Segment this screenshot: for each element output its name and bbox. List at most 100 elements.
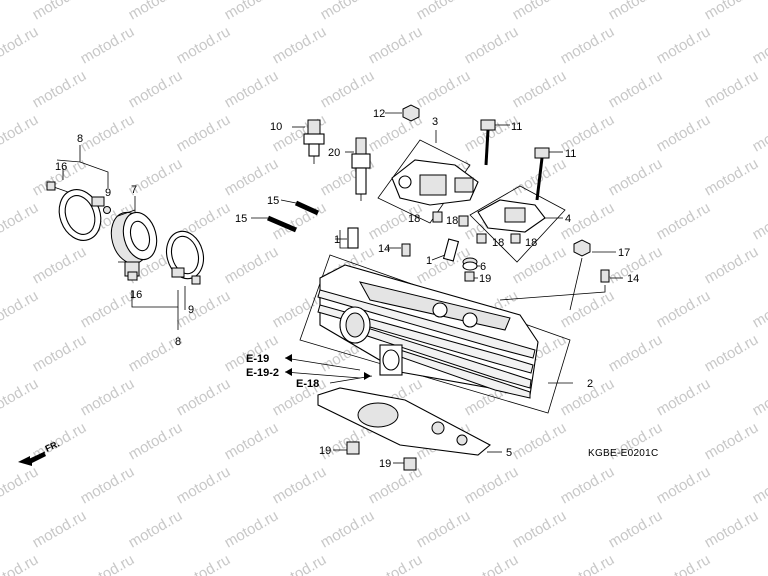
- watermark-text: motod.ru: [510, 243, 570, 287]
- watermark-text: motod.ru: [654, 111, 714, 155]
- watermark-text: motod.ru: [606, 67, 666, 111]
- callout-17: 17: [618, 247, 630, 259]
- watermark-text: motod.ru: [318, 67, 378, 111]
- callout-9: 9: [188, 304, 194, 316]
- valve-spring-6: [462, 257, 478, 271]
- callout-18: 18: [446, 215, 458, 227]
- watermark-text: motod.ru: [654, 287, 714, 331]
- watermark-text: motod.ru: [78, 375, 138, 419]
- callout-14: 14: [378, 243, 390, 255]
- watermark-text: motod.ru: [174, 551, 234, 576]
- nut-17: [573, 239, 591, 257]
- callout-2: 2: [587, 378, 593, 390]
- callout-7: 7: [131, 184, 137, 196]
- ref-arrow-e18: [364, 372, 371, 380]
- callout-10: 10: [270, 121, 282, 133]
- section-ref-e18: E-18: [296, 378, 319, 390]
- watermark-text: motod.ru: [510, 67, 570, 111]
- watermark-text: motod.ru: [222, 507, 282, 551]
- watermark-text: motod.ru: [750, 463, 768, 507]
- callout-15: 15: [267, 195, 279, 207]
- watermark-text: motod.ru: [0, 463, 41, 507]
- watermark-text: motod.ru: [0, 111, 41, 155]
- watermark-text: motod.ru: [222, 67, 282, 111]
- watermark-text: motod.ru: [222, 0, 282, 23]
- callout-15: 15: [235, 213, 247, 225]
- watermark-text: motod.ru: [606, 331, 666, 375]
- bolt-11b: [534, 147, 550, 201]
- watermark-text: motod.ru: [126, 507, 186, 551]
- watermark-text: motod.ru: [702, 0, 762, 23]
- watermark-text: motod.ru: [270, 463, 330, 507]
- watermark-text: motod.ru: [270, 551, 330, 576]
- callout-18: 18: [525, 237, 537, 249]
- watermark-text: motod.ru: [222, 419, 282, 463]
- watermark-text: motod.ru: [654, 551, 714, 576]
- callout-19: 19: [479, 273, 491, 285]
- watermark-text: motod.ru: [462, 23, 522, 67]
- callout-6: 6: [480, 261, 486, 273]
- seal-19a: [464, 271, 475, 282]
- watermark-text: motod.ru: [750, 551, 768, 576]
- callout-18: 18: [492, 237, 504, 249]
- section-references: E-19 E-19-2 E-18: [246, 353, 319, 390]
- callout-12: 12: [373, 108, 385, 120]
- watermark-text: motod.ru: [462, 463, 522, 507]
- watermark-text: motod.ru: [318, 0, 378, 23]
- watermark-text: motod.ru: [510, 507, 570, 551]
- watermark-text: motod.ru: [750, 111, 768, 155]
- watermark-text: motod.ru: [0, 375, 41, 419]
- oil-jet-14a: [401, 243, 411, 257]
- watermark-text: motod.ru: [702, 507, 762, 551]
- watermark-text: motod.ru: [126, 419, 186, 463]
- watermark-text: motod.ru: [510, 0, 570, 23]
- watermark-text: motod.ru: [750, 199, 768, 243]
- stud-bolt-15b: [267, 215, 297, 233]
- callout-3: 3: [432, 116, 438, 128]
- watermark-text: motod.ru: [174, 287, 234, 331]
- dowel-19c: [403, 457, 417, 471]
- watermark-text: motod.ru: [30, 507, 90, 551]
- watermark-text: motod.ru: [78, 111, 138, 155]
- watermark-text: motod.ru: [750, 375, 768, 419]
- watermark-text: motod.ru: [462, 111, 522, 155]
- nut-12: [402, 104, 420, 122]
- section-ref-e19-2: E-19-2: [246, 367, 279, 379]
- watermark-text: motod.ru: [78, 23, 138, 67]
- watermark-text: motod.ru: [78, 287, 138, 331]
- callout-9: 9: [105, 187, 111, 199]
- callout-19: 19: [319, 445, 331, 457]
- watermark-text: motod.ru: [318, 507, 378, 551]
- intake-clamp-lower: [127, 230, 205, 285]
- ref-arrow-e19-2: [285, 368, 292, 376]
- watermark-text: motod.ru: [606, 0, 666, 23]
- watermark-text: motod.ru: [0, 551, 41, 576]
- callout-8: 8: [77, 133, 83, 145]
- callout-labels: 8 16 9 7 16 9 8 10 20 12 3 11 11 15 15 1…: [55, 108, 639, 470]
- watermark-text: motod.ru: [414, 507, 474, 551]
- front-direction-arrow-icon: [18, 451, 46, 466]
- watermark-text: motod.ru: [702, 331, 762, 375]
- watermark-text: motod.ru: [174, 23, 234, 67]
- watermark-text: motod.ru: [174, 463, 234, 507]
- spark-plug-20: [351, 137, 371, 201]
- callout-1: 1: [426, 255, 432, 267]
- watermark-text: motod.ru: [126, 0, 186, 23]
- ref-arrow-e19: [285, 354, 292, 362]
- watermark-text: motod.ru: [126, 67, 186, 111]
- cylinder-head-gasket: [317, 387, 491, 456]
- watermark-text: motod.ru: [750, 23, 768, 67]
- watermark-text: motod.ru: [30, 331, 90, 375]
- watermark-text: motod.ru: [366, 23, 426, 67]
- watermark-text: motod.ru: [366, 551, 426, 576]
- watermark-text: motod.ru: [222, 243, 282, 287]
- watermark-text: motod.ru: [0, 23, 41, 67]
- callout-16: 16: [55, 161, 67, 173]
- callout-19: 19: [379, 458, 391, 470]
- watermark-text: motod.ru: [606, 155, 666, 199]
- callout-11: 11: [565, 148, 576, 160]
- watermark-text: motod.ru: [462, 551, 522, 576]
- cylinder-head: [317, 264, 539, 399]
